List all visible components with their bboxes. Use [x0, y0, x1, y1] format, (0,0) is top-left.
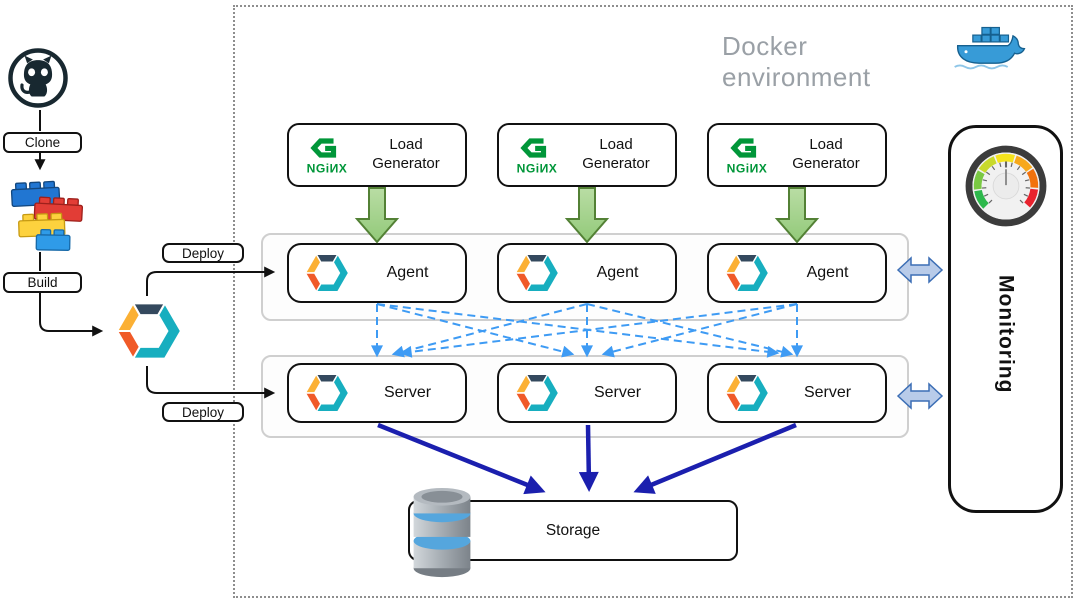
nginx-logo-icon [299, 132, 355, 178]
agent-hexagon-icon [514, 250, 560, 296]
agent-box-2: Agent [497, 243, 677, 303]
load-generator-box-2: Load Generator [497, 123, 677, 187]
server-hexagon-icon [304, 370, 350, 416]
lego-bricks-icon [10, 176, 98, 252]
server-hexagon-icon [724, 370, 770, 416]
nginx-logo-icon [719, 132, 775, 178]
docker-environment-title: Docker environment [722, 31, 871, 92]
server-hexagon-icon [514, 370, 560, 416]
deploy-agents-label: Deploy [162, 243, 244, 263]
nginx-logo-icon [509, 132, 565, 178]
clone-step-label: Clone [3, 132, 82, 153]
deploy-top-text: Deploy [181, 245, 225, 261]
monitoring-box: Monitoring [948, 125, 1063, 513]
monitoring-label: Monitoring [994, 275, 1018, 394]
agent-label: Agent [386, 264, 429, 281]
load-generator-box-1: Load Generator [287, 123, 467, 187]
server-label: Server [383, 384, 432, 401]
clone-text: Clone [24, 135, 61, 150]
load-generator-box-3: Load Generator [707, 123, 887, 187]
docker-environment-boundary [233, 5, 1073, 598]
load-generator-label: Load Generator [582, 136, 650, 172]
agent-label: Agent [596, 264, 639, 281]
agent-label: Agent [806, 264, 849, 281]
gauge-icon [963, 143, 1049, 229]
load-generator-label: Load Generator [372, 136, 440, 172]
server-box-3: Server [707, 363, 887, 423]
agent-hexagon-icon [304, 250, 350, 296]
load-generator-label: Load Generator [792, 136, 860, 172]
build-artifact-hexagon-icon [115, 297, 183, 365]
server-label: Server [593, 384, 642, 401]
agent-box-1: Agent [287, 243, 467, 303]
database-cylinder-icon [402, 486, 482, 580]
server-box-1: Server [287, 363, 467, 423]
deploy-bottom-text: Deploy [181, 404, 225, 420]
docker-whale-icon [950, 26, 1026, 73]
github-octocat-icon [6, 46, 70, 110]
server-label: Server [803, 384, 852, 401]
deploy-servers-label: Deploy [162, 402, 244, 422]
build-step-label: Build [3, 272, 82, 293]
agent-hexagon-icon [724, 250, 770, 296]
server-box-2: Server [497, 363, 677, 423]
build-text: Build [27, 275, 58, 290]
storage-label: Storage [545, 521, 601, 539]
agent-box-3: Agent [707, 243, 887, 303]
